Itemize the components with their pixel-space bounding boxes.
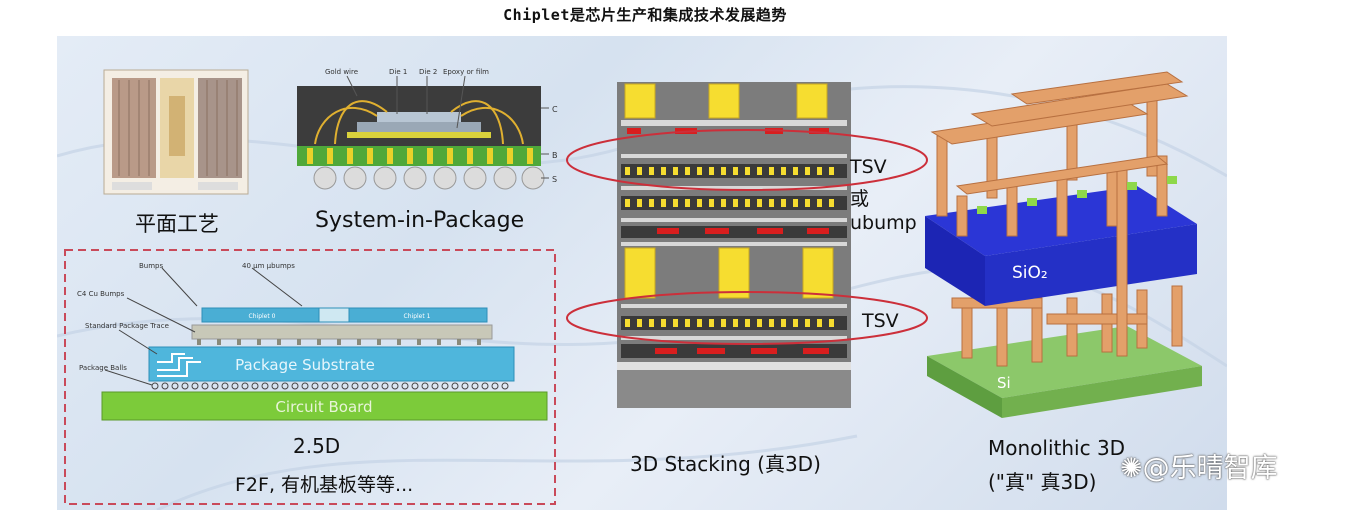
mono3d-sublabel: ("真" 真3D) bbox=[988, 470, 1097, 494]
svg-text:C: C bbox=[552, 105, 558, 114]
ubump-label: ubump bbox=[850, 212, 917, 234]
sip-annotation-gold-wire: Gold wire bbox=[325, 68, 358, 76]
circuit-board-label: Circuit Board bbox=[275, 398, 372, 416]
d3-label: 3D Stacking (真3D) bbox=[630, 452, 821, 476]
package-balls-annotation: Package Balls bbox=[79, 364, 127, 372]
sip-diagram: C B S Gold wire Die 1 Die 2 Epoxy or fil… bbox=[297, 68, 558, 190]
weibo-icon: ✺ bbox=[1120, 453, 1143, 484]
si-layer-label: Si bbox=[997, 374, 1011, 392]
diagram-panel: C B S Gold wire Die 1 Die 2 Epoxy or fil… bbox=[57, 36, 1227, 510]
bumps-annotation: Bumps bbox=[139, 262, 164, 270]
watermark: ✺@乐晴智库 bbox=[1120, 446, 1278, 485]
c4-bumps-annotation: C4 Cu Bumps bbox=[77, 290, 125, 298]
planar-chip-image bbox=[103, 69, 249, 195]
tsv-ellipse-lower bbox=[566, 291, 928, 345]
sip-annotation-die2: Die 2 bbox=[419, 68, 437, 76]
chiplet1-label: Chiplet 1 bbox=[404, 313, 431, 320]
chiplet0-label: Chiplet 0 bbox=[249, 313, 276, 320]
sip-annotation-epoxy: Epoxy or film bbox=[443, 68, 489, 76]
sip-label: System-in-Package bbox=[315, 208, 525, 233]
tsv-label-upper: TSV bbox=[850, 156, 887, 178]
planar-label: 平面工艺 bbox=[135, 212, 219, 236]
d25-sublabel: F2F, 有机基板等等... bbox=[235, 474, 414, 496]
tsv-label-lower: TSV bbox=[862, 310, 899, 332]
watermark-text: @乐晴智库 bbox=[1142, 453, 1278, 484]
package-substrate-label: Package Substrate bbox=[235, 356, 375, 374]
sio2-layer-label: SiO₂ bbox=[1012, 263, 1048, 283]
or-label: 或 bbox=[850, 188, 870, 210]
package-trace-annotation: Standard Package Trace bbox=[85, 322, 169, 330]
sip-annotation-die1: Die 1 bbox=[389, 68, 407, 76]
tsv-ellipse-upper bbox=[566, 129, 928, 191]
d25-diagram: Circuit Board Package Substrate bbox=[64, 249, 556, 505]
d3-stack-diagram bbox=[566, 82, 928, 408]
d25-dashed-frame bbox=[64, 249, 556, 505]
diagram-svg: C B S Gold wire Die 1 Die 2 Epoxy or fil… bbox=[57, 68, 1227, 510]
ubumps-annotation: 40 μm μbumps bbox=[242, 262, 295, 270]
mono3d-diagram: Si SiO₂ bbox=[925, 71, 1202, 418]
page-title: Chiplet是芯片生产和集成技术发展趋势 bbox=[503, 6, 787, 24]
mono3d-label: Monolithic 3D bbox=[988, 436, 1126, 460]
d25-label: 2.5D bbox=[293, 434, 341, 458]
svg-text:B: B bbox=[552, 151, 558, 160]
svg-text:S: S bbox=[552, 175, 557, 184]
